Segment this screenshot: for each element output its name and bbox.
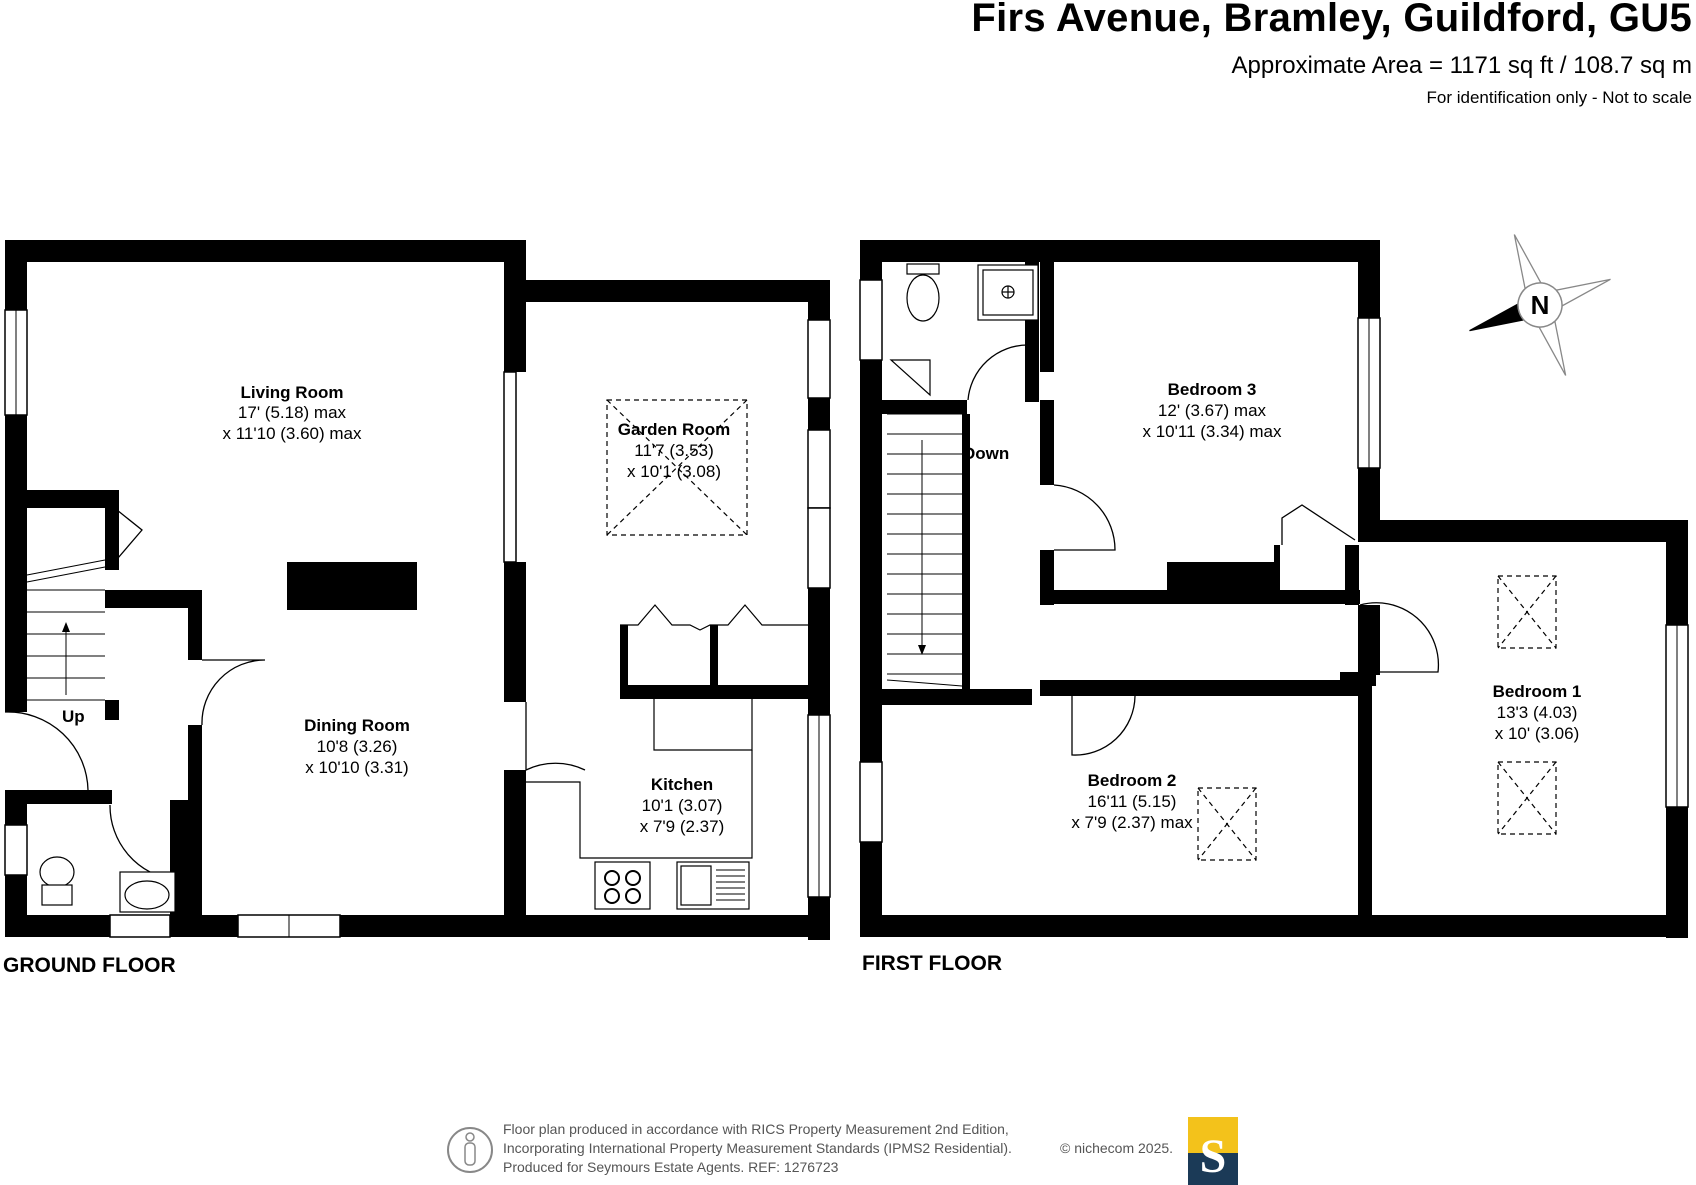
ff-bed3-cupboard	[1167, 562, 1277, 592]
ff-window-bed2	[859, 761, 883, 843]
gf-room-name-2: Dining Room	[304, 716, 410, 735]
disclaimer-note: For identification only - Not to scale	[1426, 88, 1692, 107]
ff-room-dim1-0: 12' (3.67) max	[1158, 401, 1267, 420]
ff-room-dim2-2: x 7'9 (2.37) max	[1071, 813, 1193, 832]
ground-floor-label: GROUND FLOOR	[3, 954, 176, 977]
kitchen-sink-icon	[676, 861, 750, 910]
fireplace	[287, 562, 417, 610]
ff-stairs-arrow	[918, 645, 926, 655]
gf-room-dim1-1: 11'7 (3.53)	[634, 441, 713, 460]
gf-wall-top-left	[5, 240, 525, 262]
ground-floor-plan: Up	[3, 240, 831, 977]
gf-stairs-arrow	[62, 622, 70, 632]
kitchen-counter	[526, 698, 753, 859]
gf-room-name-1: Garden Room	[618, 420, 730, 439]
logo-letter: S	[1200, 1130, 1227, 1183]
ff-stairs	[886, 413, 963, 687]
gf-toilet-icon	[39, 856, 75, 906]
gf-room-dim1-0: 17' (5.18) max	[238, 403, 347, 422]
shower-tray-icon	[977, 264, 1039, 321]
ff-stairs-label: Down	[963, 444, 1009, 463]
gf-skylight	[606, 399, 748, 536]
hob-icon	[594, 861, 651, 910]
ff-basin-icon	[889, 359, 931, 397]
gf-wall-bottom	[5, 915, 830, 937]
footer-line-1: Floor plan produced in accordance with R…	[503, 1121, 1009, 1137]
gf-window-garden-1	[807, 319, 831, 399]
ff-room-name-1: Bedroom 1	[1493, 682, 1582, 701]
gf-cupboards	[620, 604, 808, 631]
gf-stairs-label: Up	[62, 707, 85, 726]
ff-room-dim2-0: x 10'11 (3.34) max	[1143, 422, 1282, 441]
ff-wall-bed1-top	[1358, 520, 1688, 542]
ff-room-dim2-1: x 10' (3.06)	[1495, 724, 1580, 743]
gf-window-wc	[4, 824, 28, 876]
first-floor-plan: Down	[859, 240, 1689, 975]
gf-room-dim1-2: 10'8 (3.26)	[317, 737, 398, 756]
gf-basin-icon	[119, 871, 176, 913]
footer: Floor plan produced in accordance with R…	[447, 1117, 1238, 1185]
ff-window-bathroom	[859, 279, 883, 361]
ff-room-name-0: Bedroom 3	[1168, 380, 1257, 399]
gf-window-wc-bottom	[109, 914, 171, 938]
gf-window-garden-3	[807, 507, 831, 589]
ff-room-dim1-2: 16'11 (5.15)	[1088, 792, 1177, 811]
first-floor-label: FIRST FLOOR	[862, 952, 1002, 975]
ff-wall-bottom	[860, 915, 1688, 937]
approximate-area: Approximate Area = 1171 sq ft / 108.7 sq…	[1231, 52, 1693, 79]
footer-line-2: Incorporating International Property Mea…	[503, 1140, 1012, 1156]
gf-room-name-0: Living Room	[241, 383, 344, 402]
gf-room-dim2-3: x 7'9 (2.37)	[640, 817, 725, 836]
gf-room-dim2-2: x 10'10 (3.31)	[305, 758, 408, 777]
footer-copyright: © nichecom 2025.	[1060, 1140, 1173, 1156]
gf-stairs	[26, 559, 106, 701]
gf-room-dim2-1: x 10'1 (3.08)	[627, 462, 721, 481]
gf-window-garden-2	[807, 429, 831, 509]
gf-doors	[4, 509, 586, 881]
agency-logo: S	[1188, 1117, 1238, 1185]
compass-letter: N	[1531, 290, 1550, 320]
ff-toilet-icon	[906, 263, 940, 322]
ff-room-dim1-1: 13'3 (4.03)	[1497, 703, 1578, 722]
gf-room-dim2-0: x 11'10 (3.60) max	[223, 424, 362, 443]
ff-wall-top	[860, 240, 1380, 262]
ff-doors	[967, 344, 1440, 756]
page-title: Firs Avenue, Bramley, Guildford, GU5	[971, 0, 1692, 40]
gf-room-dim1-3: 10'1 (3.07)	[642, 796, 723, 815]
gf-wall-top-right	[504, 280, 830, 302]
compass-icon: N	[1469, 234, 1611, 376]
footer-line-3: Produced for Seymours Estate Agents. REF…	[503, 1159, 839, 1175]
ff-skylights	[1197, 575, 1557, 861]
ff-room-name-2: Bedroom 2	[1088, 771, 1177, 790]
gf-room-name-3: Kitchen	[651, 775, 713, 794]
measurement-standard-icon	[447, 1127, 493, 1173]
